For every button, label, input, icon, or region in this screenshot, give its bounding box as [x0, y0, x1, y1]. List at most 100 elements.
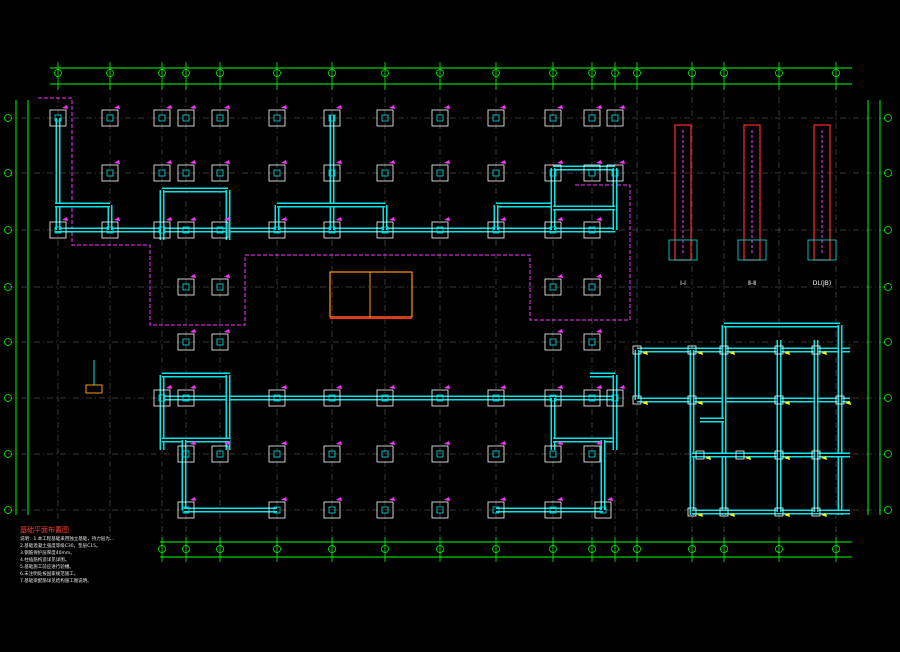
- column-footing: [774, 507, 784, 517]
- footing-tag: [190, 160, 196, 164]
- pad-footing: [268, 445, 286, 463]
- column-stub: [54, 226, 62, 234]
- pad-footing: [211, 109, 229, 127]
- dimension-tag: [821, 456, 827, 460]
- axis-bubble: [832, 545, 840, 553]
- column-footing: [719, 507, 729, 517]
- pad-footing: [376, 221, 394, 239]
- column-stub: [158, 114, 166, 122]
- pad-footing: [487, 389, 505, 407]
- column-stub: [611, 169, 619, 177]
- footing-tag: [557, 441, 563, 445]
- note-line: 3.钢筋保护层厚度40mm。: [20, 551, 75, 556]
- footing-tag: [389, 385, 395, 389]
- footing-tag: [166, 105, 172, 109]
- footing-tag: [336, 217, 342, 221]
- axis-bubble: [633, 545, 641, 553]
- footing-tag: [336, 160, 342, 164]
- column-footing: [774, 345, 784, 355]
- pad-footing: [101, 164, 119, 182]
- axis-bubble: [4, 394, 12, 402]
- footing-tag: [166, 217, 172, 221]
- pad-footing: [153, 389, 171, 407]
- axis-bubble: [832, 69, 840, 77]
- pad-footing: [323, 109, 341, 127]
- note-line: 7.基础梁配筋详见结构施工图说明。: [20, 579, 92, 584]
- axis-bubble: [688, 69, 696, 77]
- footing-tag: [557, 385, 563, 389]
- column-stub: [436, 226, 444, 234]
- footing-tag: [336, 441, 342, 445]
- pad-footing: [177, 501, 195, 519]
- footing-tag: [281, 385, 287, 389]
- axis-bubble: [549, 545, 557, 553]
- column-stub: [381, 169, 389, 177]
- pad-footing: [211, 164, 229, 182]
- column-footing: [695, 450, 705, 460]
- axis-bubble: [588, 69, 596, 77]
- foundation-beams: [55, 115, 850, 515]
- notes-block: 说明：1.本工程基础采用独立基础，持力层为… 2.基础混凝土强度等级C30，垫层…: [20, 536, 170, 585]
- notes-title: 基础平面布置图: [20, 526, 69, 534]
- column-stub: [611, 394, 619, 402]
- axis-bubble: [4, 169, 12, 177]
- pad-footing: [323, 501, 341, 519]
- axis-bubble: [884, 394, 892, 402]
- column-stub: [381, 394, 389, 402]
- axis-bubble: [884, 169, 892, 177]
- footing-tag: [444, 217, 450, 221]
- footing-tag: [336, 385, 342, 389]
- axis-bubble: [492, 69, 500, 77]
- footing-tag: [500, 497, 506, 501]
- column-stub: [549, 506, 557, 514]
- axis-bubble: [106, 69, 114, 77]
- column-stub: [436, 450, 444, 458]
- dimension-tag: [784, 513, 790, 517]
- pad-footing: [211, 333, 229, 351]
- dimension-tag: [729, 351, 735, 355]
- footing-tag: [500, 217, 506, 221]
- dimension-tag: [697, 351, 703, 355]
- column-stub: [54, 114, 62, 122]
- pad-footing: [583, 221, 601, 239]
- pad-footing: [487, 109, 505, 127]
- axis-bubble: [182, 545, 190, 553]
- footing-tag: [619, 105, 625, 109]
- pad-footing: [583, 164, 601, 182]
- column-footing: [687, 507, 697, 517]
- footing-tag: [596, 385, 602, 389]
- footing-tag: [224, 441, 230, 445]
- pad-footing: [268, 164, 286, 182]
- dimension-tag: [642, 351, 648, 355]
- dimension-tag: [642, 401, 648, 405]
- pad-footing: [268, 501, 286, 519]
- axis-bubble: [633, 69, 641, 77]
- footing-section: [807, 239, 837, 261]
- footing-tag: [224, 217, 230, 221]
- column-stub: [492, 114, 500, 122]
- pad-footing: [323, 221, 341, 239]
- note-line: 5.基础施工前应进行验槽。: [20, 565, 74, 570]
- axis-bubble: [436, 545, 444, 553]
- column-stub: [549, 283, 557, 291]
- footing-tag: [500, 160, 506, 164]
- footing-tag: [596, 441, 602, 445]
- axis-bubble: [216, 545, 224, 553]
- column-footing: [811, 450, 821, 460]
- dimension-tag: [697, 513, 703, 517]
- column-stub: [182, 169, 190, 177]
- footing-tag: [166, 160, 172, 164]
- pad-footing: [544, 221, 562, 239]
- pad-footing: [153, 109, 171, 127]
- section-details: [85, 124, 837, 394]
- footing-tag: [389, 441, 395, 445]
- column-footing: [719, 345, 729, 355]
- footing-tag: [114, 105, 120, 109]
- pile-cap: [85, 384, 103, 394]
- column-footing: [687, 395, 697, 405]
- pad-footing: [153, 164, 171, 182]
- pad-footing: [49, 221, 67, 239]
- footing-tag: [281, 160, 287, 164]
- pad-footing: [487, 445, 505, 463]
- column-stub: [436, 169, 444, 177]
